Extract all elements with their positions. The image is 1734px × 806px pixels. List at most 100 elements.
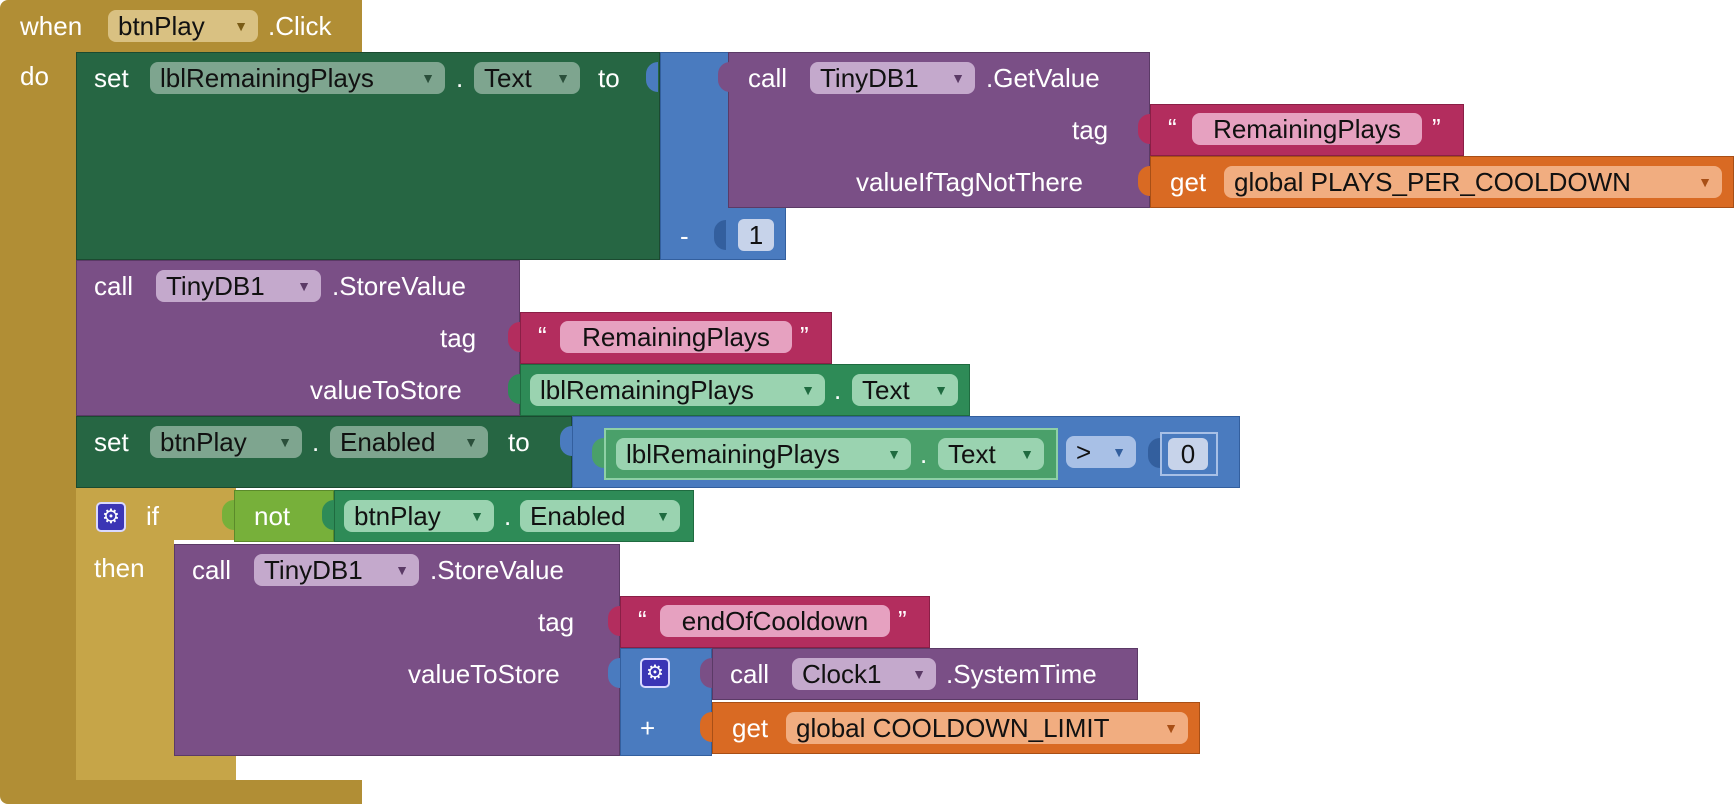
set1-value-socket: [646, 62, 658, 92]
getvalue-default-label: valueIfTagNotThere: [856, 167, 1083, 197]
store2-component-dropdown[interactable]: TinyDB1 ▼: [254, 554, 419, 586]
event-block-spine: [0, 50, 76, 780]
store2-method: .StoreValue: [430, 555, 564, 585]
close-quote: ”: [800, 321, 809, 351]
if-then-spine: [76, 540, 174, 764]
set-keyword: set: [94, 63, 129, 93]
chevron-down-icon: ▼: [470, 508, 484, 524]
chevron-down-icon: ▼: [395, 562, 409, 578]
getvalue-call-keyword: call: [748, 63, 788, 93]
subtract-operator: -: [680, 221, 689, 251]
open-quote: “: [638, 605, 647, 635]
getter2-property-label: Text: [948, 439, 996, 469]
when-keyword: when: [20, 11, 83, 41]
open-quote: “: [1168, 113, 1177, 143]
chevron-down-icon: ▼: [912, 666, 926, 682]
close-quote: ”: [898, 605, 907, 635]
set2-component-label: btnPlay: [160, 427, 247, 457]
text-value-endofcooldown[interactable]: endOfCooldown: [660, 605, 890, 637]
chevron-down-icon: ▼: [1164, 720, 1178, 736]
do-keyword: do: [20, 61, 49, 91]
event-component-label: btnPlay: [118, 11, 205, 41]
store1-component-label: TinyDB1: [166, 271, 265, 301]
close-quote: ”: [1432, 113, 1441, 143]
getter1-component-dropdown[interactable]: lblRemainingPlays ▼: [530, 374, 825, 406]
getter3-component-dropdown[interactable]: btnPlay ▼: [344, 500, 494, 532]
set1-component-dropdown[interactable]: lblRemainingPlays ▼: [150, 62, 445, 94]
set1-to-keyword: to: [598, 63, 620, 93]
text-value-remainingplays-1[interactable]: RemainingPlays: [1192, 113, 1422, 145]
getter2-dot: .: [920, 439, 928, 469]
compare-operator-label: >: [1076, 437, 1092, 467]
store2-call-keyword: call: [192, 555, 232, 585]
set2-keyword: set: [94, 427, 129, 457]
gear-icon[interactable]: ⚙: [96, 502, 126, 532]
getter-plug: [322, 500, 334, 530]
set1-property-label: Text: [484, 63, 532, 93]
chevron-down-icon: ▼: [887, 446, 901, 462]
clock-component-dropdown[interactable]: Clock1 ▼: [792, 658, 936, 690]
event-block-footer: [0, 780, 362, 804]
chevron-down-icon: ▼: [1020, 446, 1034, 462]
number-one[interactable]: 1: [738, 219, 774, 251]
text-value-remainingplays-2[interactable]: RemainingPlays: [560, 321, 792, 353]
then-keyword: then: [94, 553, 145, 583]
number-zero[interactable]: 0: [1168, 438, 1208, 470]
store1-value-label: valueToStore: [310, 375, 462, 405]
store2-tag-label: tag: [538, 607, 575, 637]
set2-property-label: Enabled: [340, 427, 436, 457]
set2-to-keyword: to: [508, 427, 530, 457]
compare-operator-dropdown[interactable]: > ▼: [1066, 436, 1136, 468]
store2-component-label: TinyDB1: [264, 555, 363, 585]
text-plug: [508, 322, 520, 352]
chevron-down-icon: ▼: [278, 434, 292, 450]
if-keyword: if: [146, 501, 159, 531]
gear-icon[interactable]: ⚙: [640, 658, 670, 688]
getter-plug: [592, 438, 604, 468]
getter1-property-dropdown[interactable]: Text ▼: [852, 374, 958, 406]
getvalue-output-plug: [718, 62, 730, 92]
store1-component-dropdown[interactable]: TinyDB1 ▼: [156, 270, 321, 302]
getter3-component-label: btnPlay: [354, 501, 441, 531]
getter2-property-dropdown[interactable]: Text ▼: [938, 438, 1044, 470]
get-keyword: get: [732, 713, 769, 743]
chevron-down-icon: ▼: [297, 278, 311, 294]
chevron-down-icon: ▼: [464, 434, 478, 450]
getter2-component-label: lblRemainingPlays: [626, 439, 840, 469]
store2-value-label: valueToStore: [408, 659, 560, 689]
add-operator: +: [640, 713, 656, 743]
not-plug: [222, 500, 234, 530]
get-plug: [700, 712, 712, 742]
event-component-dropdown[interactable]: btnPlay ▼: [108, 10, 258, 42]
chevron-down-icon: ▼: [234, 18, 248, 34]
open-quote: “: [538, 321, 547, 351]
getvalue-component-dropdown[interactable]: TinyDB1 ▼: [810, 62, 975, 94]
set2-dot: .: [312, 427, 320, 457]
global-cooldown-limit-dropdown[interactable]: global COOLDOWN_LIMIT ▼: [786, 712, 1188, 744]
getter1-dot: .: [834, 375, 842, 405]
chevron-down-icon: ▼: [556, 70, 570, 86]
set1-property-dropdown[interactable]: Text ▼: [474, 62, 580, 94]
clock-plug: [700, 658, 712, 688]
global-plays-per-cooldown-dropdown[interactable]: global PLAYS_PER_COOLDOWN ▼: [1224, 166, 1722, 198]
set2-component-dropdown[interactable]: btnPlay ▼: [150, 426, 302, 458]
getvalue-method: .GetValue: [986, 63, 1100, 93]
chevron-down-icon: ▼: [421, 70, 435, 86]
add-plug: [608, 658, 620, 688]
getter3-property-label: Enabled: [530, 501, 626, 531]
chevron-down-icon: ▼: [1112, 444, 1126, 460]
set2-property-dropdown[interactable]: Enabled ▼: [330, 426, 488, 458]
getter3-property-dropdown[interactable]: Enabled ▼: [520, 500, 680, 532]
global-plays-per-cooldown-label: global PLAYS_PER_COOLDOWN: [1234, 167, 1631, 197]
text-plug: [608, 606, 620, 636]
not-keyword: not: [254, 501, 291, 531]
clock-call-keyword: call: [730, 659, 770, 689]
logic-not-block[interactable]: [234, 490, 334, 542]
store1-tag-label: tag: [440, 323, 477, 353]
set1-component-label: lblRemainingPlays: [160, 63, 374, 93]
getter2-component-dropdown[interactable]: lblRemainingPlays ▼: [616, 438, 911, 470]
getter1-property-label: Text: [862, 375, 910, 405]
set1-dot: .: [456, 63, 464, 93]
chevron-down-icon: ▼: [656, 508, 670, 524]
chevron-down-icon: ▼: [801, 382, 815, 398]
